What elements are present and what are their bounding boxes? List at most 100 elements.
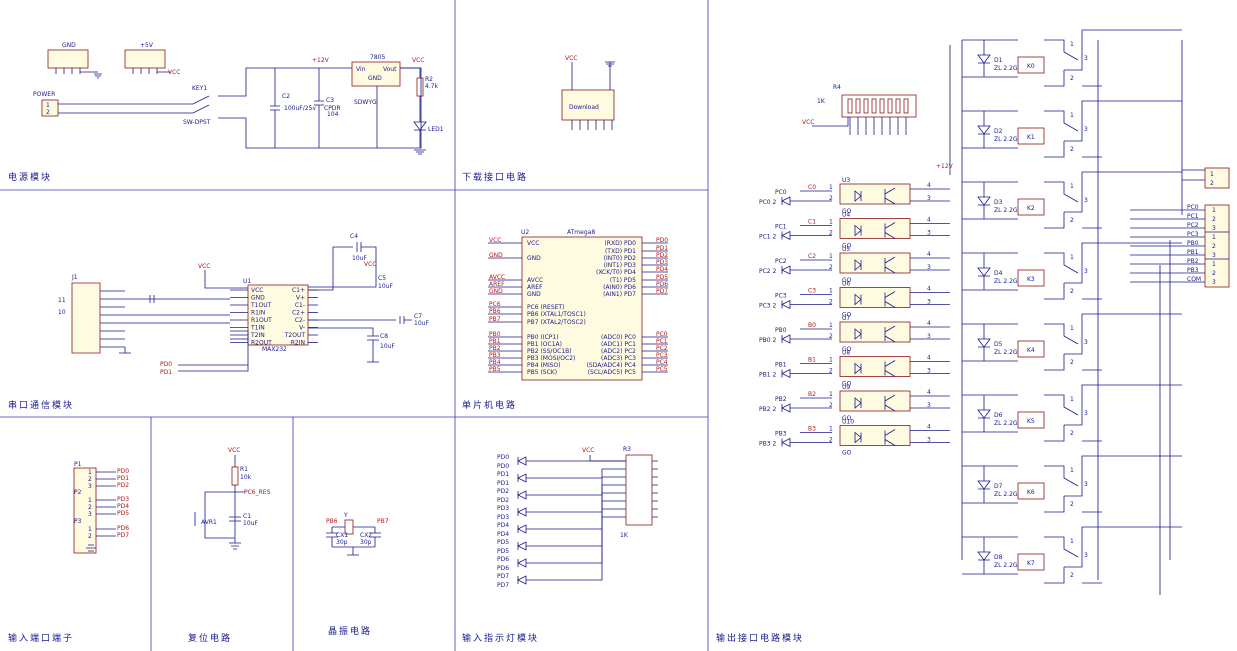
svg-text:R2: R2 bbox=[425, 76, 433, 83]
output-terminal-net: PB0 bbox=[1187, 240, 1199, 247]
terminal-pin-number: 3 bbox=[88, 483, 92, 490]
pin-number: 4 bbox=[927, 182, 931, 189]
max232-pin-left: T1OUT bbox=[250, 302, 272, 309]
u1-label: U1 bbox=[243, 278, 251, 285]
regulator-name: 7805 bbox=[370, 54, 385, 61]
mcu-right-pin: (ADC3) PC3 bbox=[601, 355, 636, 362]
optocoupler bbox=[839, 390, 911, 412]
output-terminal-net: COM bbox=[1187, 276, 1201, 283]
mcu-name: ATmega8 bbox=[567, 229, 595, 236]
channel-net: PC0 bbox=[775, 189, 787, 196]
reset-module: VCC R1 10k PC6_RES AVR1 C1 10uF bbox=[194, 447, 271, 550]
max232-pin-right: T2OUT bbox=[284, 332, 306, 339]
pin-number: 2 bbox=[1070, 572, 1074, 579]
terminal-pin-number: 2 bbox=[1212, 243, 1216, 250]
plus5v-header-label: +5V bbox=[140, 42, 154, 49]
opto-input: B3 bbox=[808, 426, 816, 433]
channel-led-net: PC1 2 bbox=[759, 234, 777, 241]
max232-pin-left: R2OUT bbox=[251, 340, 272, 347]
svg-text:VCC: VCC bbox=[364, 261, 376, 268]
pin-number: 2 bbox=[1070, 75, 1074, 82]
relay-label: K4 bbox=[1027, 347, 1035, 354]
max232-pin-left: T2IN bbox=[250, 332, 265, 339]
svg-text:C7: C7 bbox=[414, 313, 422, 320]
pin-number: 2 bbox=[1070, 501, 1074, 508]
pin-number: 2 bbox=[1070, 359, 1074, 366]
svg-text:PB6: PB6 bbox=[326, 518, 338, 525]
mcu-left-net: AREF bbox=[489, 281, 505, 288]
channel-led-net: PB0 2 bbox=[759, 337, 776, 344]
svg-text:C8: C8 bbox=[380, 333, 388, 340]
input-led-label: PD1 bbox=[497, 480, 509, 487]
opto-input: B0 bbox=[808, 322, 816, 329]
input-led bbox=[517, 485, 603, 517]
output-terminal-net: PC1 bbox=[1187, 213, 1199, 220]
pin-number: 4 bbox=[927, 320, 931, 327]
db9-connector bbox=[71, 282, 101, 354]
diode-label: D5 bbox=[994, 341, 1003, 348]
caption-serial: 串口通信模块 bbox=[8, 399, 74, 411]
mcu-right-net: PC1 bbox=[656, 338, 668, 345]
output-terminal-net: PC2 bbox=[1187, 222, 1199, 229]
mcu-left-net: PB7 bbox=[489, 316, 501, 323]
section-frame bbox=[0, 0, 709, 651]
terminal-pin-number: 1 bbox=[88, 469, 92, 476]
mcu-right-pin: (T1) PD5 bbox=[610, 277, 636, 284]
mcu-right-net: PD3 bbox=[656, 259, 668, 266]
pin-number: 1 bbox=[1070, 325, 1074, 332]
flyback-diode bbox=[962, 537, 1018, 575]
pin-number: 1 bbox=[829, 426, 833, 433]
channel-net: PB3 bbox=[775, 431, 787, 438]
mcu-right-net: PD6 bbox=[656, 281, 668, 288]
pin-number: 1 bbox=[1070, 41, 1074, 48]
pin-number: 1 bbox=[1070, 183, 1074, 190]
pin-number: 3 bbox=[1084, 410, 1088, 417]
svg-text:P2: P2 bbox=[74, 489, 82, 496]
mcu-right-pin: (RXD) PD0 bbox=[604, 240, 636, 247]
pin-number: 3 bbox=[1084, 126, 1088, 133]
svg-text:30p: 30p bbox=[360, 539, 372, 546]
svg-text:C1: C1 bbox=[243, 513, 251, 520]
flyback-diode bbox=[962, 395, 1018, 433]
pin-number: 4 bbox=[927, 251, 931, 258]
terminal-pin-number: 2 bbox=[1212, 270, 1216, 277]
svg-text:10uF: 10uF bbox=[378, 283, 393, 290]
opto-go: GO bbox=[842, 381, 852, 388]
optocoupler bbox=[839, 218, 911, 239]
mcu-left-net: PC6 bbox=[489, 301, 501, 308]
pin-number: 4 bbox=[927, 389, 931, 396]
svg-text:VCC: VCC bbox=[198, 263, 210, 270]
max232-chip bbox=[247, 284, 309, 346]
resistor-array-r3 bbox=[625, 454, 653, 526]
svg-text:VCC: VCC bbox=[228, 447, 240, 454]
channel-net: PC2 bbox=[775, 258, 787, 265]
max232-pin-left: GND bbox=[251, 295, 265, 302]
input-led-label: PD5 bbox=[497, 539, 509, 546]
mcu-left-net: PB2 bbox=[489, 345, 501, 352]
mcu-right-net: PC2 bbox=[656, 345, 668, 352]
svg-text:+12V: +12V bbox=[936, 163, 954, 170]
pin-number: 2 bbox=[829, 299, 833, 306]
svg-text:Y: Y bbox=[343, 512, 348, 519]
diode-label: D8 bbox=[994, 554, 1003, 561]
switch-type-label: SW-DPST bbox=[183, 119, 211, 126]
output-terminal-block bbox=[1204, 204, 1230, 288]
svg-text:PD1: PD1 bbox=[160, 369, 172, 376]
optocoupler bbox=[839, 287, 911, 308]
c3-type: CPDR bbox=[324, 105, 341, 112]
mcu-right-pin: (SCL/ADC5) PC5 bbox=[588, 369, 636, 376]
opto-name: U6 bbox=[842, 281, 850, 288]
channel-led-net: PB2 2 bbox=[759, 406, 776, 413]
svg-text:30p: 30p bbox=[336, 539, 348, 546]
svg-text:1K: 1K bbox=[620, 532, 629, 539]
pin-number: 1 bbox=[829, 288, 833, 295]
pin-number: 3 bbox=[927, 368, 931, 375]
relay-coil bbox=[1017, 269, 1045, 287]
pin-number: 3 bbox=[1084, 481, 1088, 488]
